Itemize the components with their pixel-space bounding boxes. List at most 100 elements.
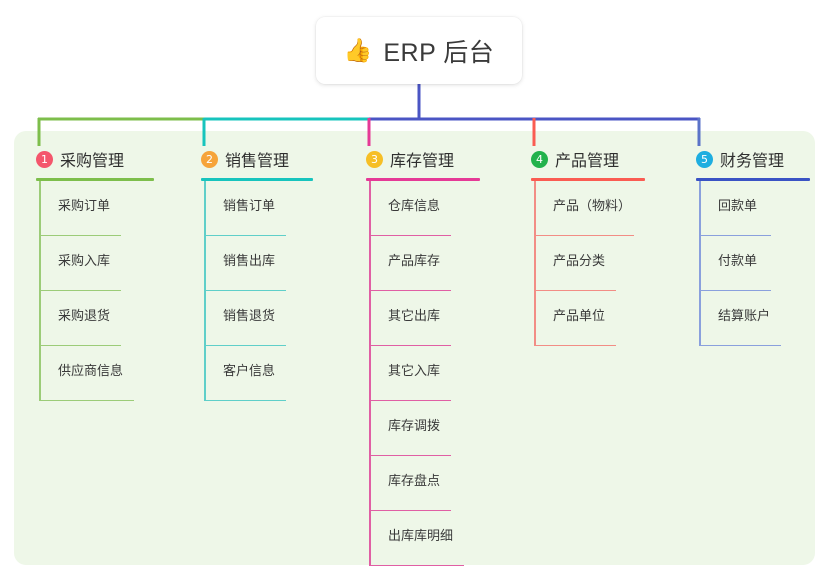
leaf-item[interactable]: 采购订单: [36, 181, 186, 236]
column-header-rule: [201, 178, 313, 181]
leaf-item[interactable]: 回款单: [696, 181, 826, 236]
leaf-item[interactable]: 库存盘点: [366, 456, 526, 511]
leaf-item[interactable]: 库存调拨: [366, 401, 526, 456]
column-spine: [534, 181, 536, 346]
column-badge-icon: 3: [366, 150, 383, 168]
leaf-item[interactable]: 产品库存: [366, 236, 526, 291]
leaf-item-label: 其它出库: [388, 308, 441, 323]
column-items: 采购订单采购入库采购退货供应商信息: [36, 181, 186, 401]
column-4: 4 产品管理产品（物料） 产品分类产品单位: [531, 146, 691, 346]
leaf-item-rule: [204, 399, 286, 401]
leaf-item[interactable]: 供应商信息: [36, 346, 186, 401]
leaf-item[interactable]: 其它出库: [366, 291, 526, 346]
column-header-5[interactable]: 5 财务管理: [696, 146, 826, 172]
leaf-item-rule: [699, 234, 771, 236]
column-items: 销售订单销售出库销售退货客户信息: [201, 181, 351, 401]
leaf-item-rule: [369, 399, 451, 401]
column-header-2[interactable]: 2 销售管理: [201, 146, 351, 172]
root-node[interactable]: 👍 ERP 后台: [316, 17, 522, 84]
column-badge-icon: 4: [531, 150, 548, 168]
leaf-item[interactable]: 付款单: [696, 236, 826, 291]
leaf-item-rule: [39, 399, 134, 401]
column-1: 1 采购管理采购订单采购入库采购退货供应商信息: [36, 146, 186, 401]
column-header-3[interactable]: 3 库存管理: [366, 146, 526, 172]
leaf-item-label: 销售订单: [223, 198, 276, 213]
root-node-title: ERP 后台: [383, 38, 495, 67]
leaf-item[interactable]: 客户信息: [201, 346, 351, 401]
leaf-item-label: 产品（物料）: [553, 198, 632, 213]
column-header-rule: [36, 178, 154, 181]
content-panel: [14, 131, 815, 565]
thumbs-up-icon: 👍: [343, 37, 373, 63]
leaf-item-rule: [699, 289, 771, 291]
leaf-item-rule: [204, 344, 286, 346]
column-header-1[interactable]: 1 采购管理: [36, 146, 186, 172]
leaf-item-label: 销售退货: [223, 308, 276, 323]
column-header-4[interactable]: 4 产品管理: [531, 146, 691, 172]
leaf-item-rule: [369, 454, 451, 456]
column-2: 2 销售管理销售订单销售出库销售退货客户信息: [201, 146, 351, 401]
leaf-item-label: 产品分类: [553, 253, 606, 268]
column-badge-icon: 2: [201, 150, 218, 168]
leaf-item[interactable]: 产品（物料）: [531, 181, 691, 236]
leaf-item-label: 出库库明细: [388, 528, 454, 543]
leaf-item-label: 付款单: [718, 253, 758, 268]
column-5: 5 财务管理回款单付款单结算账户: [696, 146, 826, 346]
leaf-item[interactable]: 仓库信息: [366, 181, 526, 236]
leaf-item-label: 采购订单: [58, 198, 111, 213]
leaf-item-rule: [534, 234, 634, 236]
column-title: 产品管理: [555, 153, 620, 170]
column-header-rule: [366, 178, 480, 181]
leaf-item-rule: [39, 234, 121, 236]
column-3: 3 库存管理仓库信息产品库存其它出库其它入库库存调拨库存盘点出库库明细: [366, 146, 526, 566]
leaf-item-rule: [699, 344, 781, 346]
leaf-item-rule: [534, 344, 616, 346]
leaf-item[interactable]: 销售出库: [201, 236, 351, 291]
leaf-item-label: 回款单: [718, 198, 758, 213]
column-title: 采购管理: [60, 153, 125, 170]
leaf-item-rule: [534, 289, 616, 291]
leaf-item-rule: [204, 289, 286, 291]
leaf-item-rule: [369, 234, 451, 236]
leaf-item-rule: [39, 289, 121, 291]
leaf-item-rule: [369, 289, 451, 291]
leaf-item[interactable]: 采购退货: [36, 291, 186, 346]
leaf-item-label: 产品库存: [388, 253, 441, 268]
leaf-item-label: 仓库信息: [388, 198, 441, 213]
leaf-item-rule: [369, 564, 464, 566]
column-items: 回款单付款单结算账户: [696, 181, 826, 346]
column-items: 仓库信息产品库存其它出库其它入库库存调拨库存盘点出库库明细: [366, 181, 526, 566]
leaf-item[interactable]: 产品单位: [531, 291, 691, 346]
column-title: 财务管理: [720, 153, 785, 170]
column-spine: [39, 181, 41, 401]
leaf-item[interactable]: 出库库明细: [366, 511, 526, 566]
leaf-item-rule: [369, 509, 451, 511]
leaf-item[interactable]: 结算账户: [696, 291, 826, 346]
leaf-item-rule: [369, 344, 451, 346]
leaf-item[interactable]: 产品分类: [531, 236, 691, 291]
column-header-rule: [696, 178, 810, 181]
column-badge-icon: 5: [696, 150, 713, 168]
leaf-item[interactable]: 采购入库: [36, 236, 186, 291]
leaf-item-label: 供应商信息: [58, 363, 124, 378]
leaf-item-rule: [204, 234, 286, 236]
column-badge-icon: 1: [36, 150, 53, 168]
leaf-item-label: 其它入库: [388, 363, 441, 378]
column-title: 库存管理: [390, 153, 455, 170]
leaf-item-rule: [39, 344, 121, 346]
leaf-item-label: 库存调拨: [388, 418, 441, 433]
leaf-item-label: 库存盘点: [388, 473, 441, 488]
leaf-item[interactable]: 销售订单: [201, 181, 351, 236]
leaf-item-label: 销售出库: [223, 253, 276, 268]
column-spine: [699, 181, 701, 346]
leaf-item[interactable]: 其它入库: [366, 346, 526, 401]
leaf-item[interactable]: 销售退货: [201, 291, 351, 346]
column-spine: [369, 181, 371, 566]
leaf-item-label: 结算账户: [718, 308, 771, 323]
column-title: 销售管理: [225, 153, 290, 170]
leaf-item-label: 客户信息: [223, 363, 276, 378]
column-header-rule: [531, 178, 645, 181]
leaf-item-label: 采购入库: [58, 253, 111, 268]
